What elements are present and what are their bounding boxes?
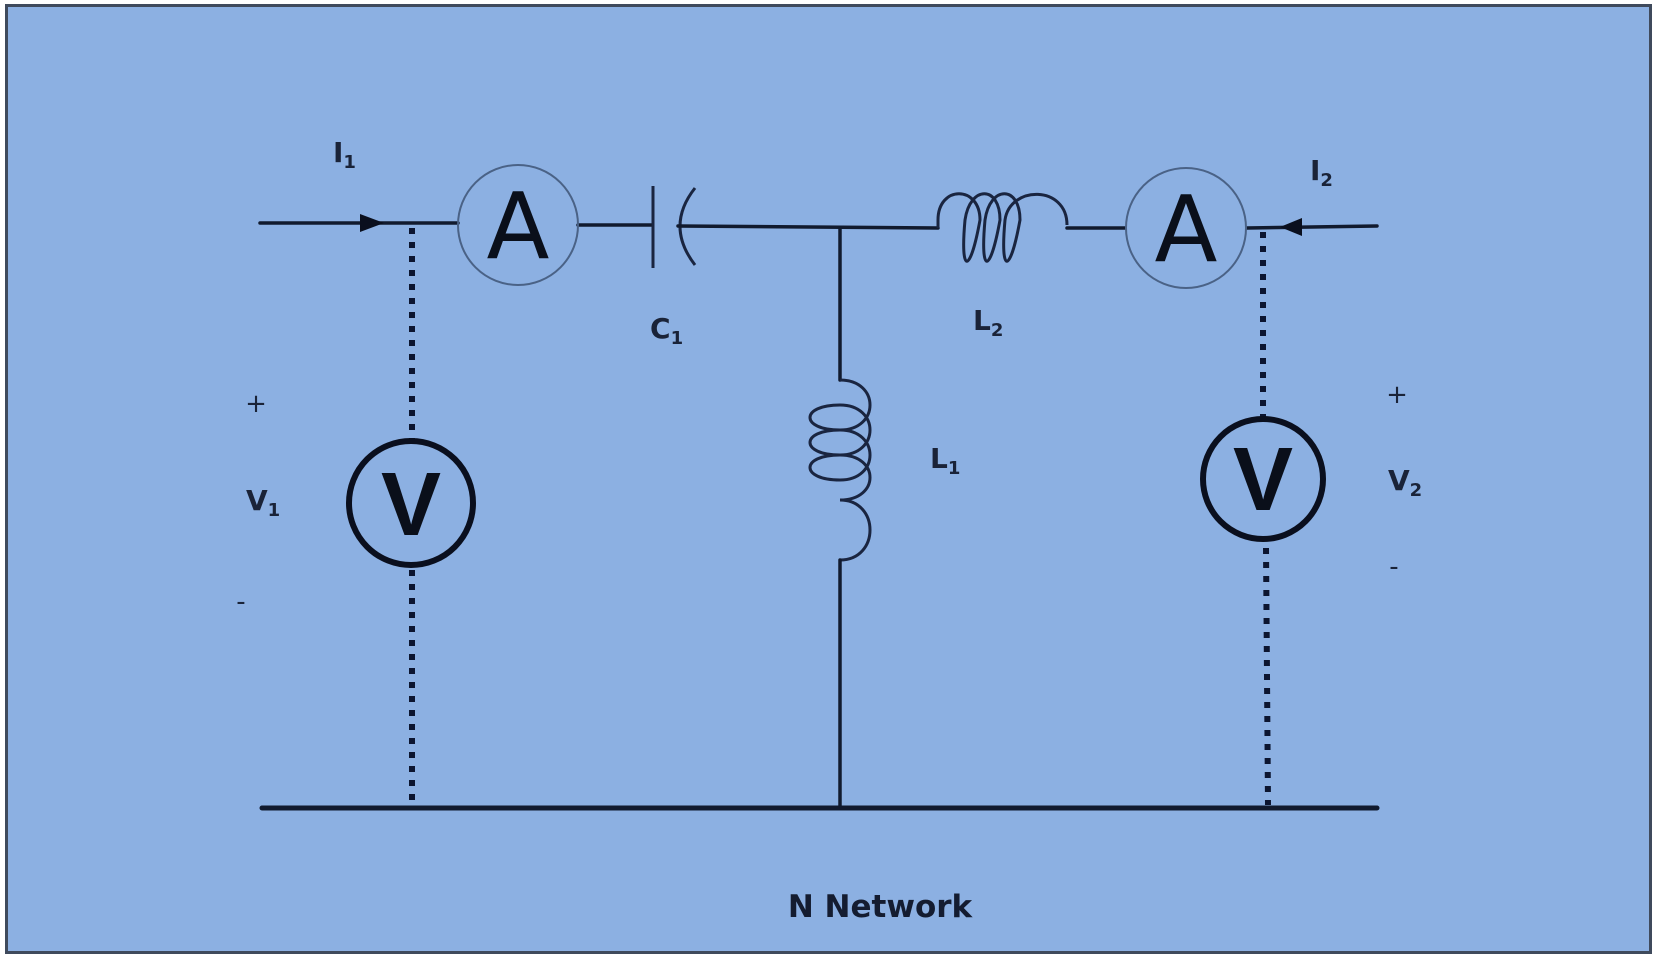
label-i2: I2 bbox=[1310, 154, 1333, 191]
ammeter-left-circle bbox=[457, 164, 579, 286]
label-i2-main: I bbox=[1310, 154, 1320, 187]
current-arrow-input-icon bbox=[360, 214, 384, 232]
ammeter-left: A bbox=[457, 164, 579, 286]
v2-plus-sign: + bbox=[1386, 380, 1408, 410]
v1-plus-sign: + bbox=[245, 389, 267, 419]
inductor-l1 bbox=[808, 378, 872, 562]
ammeter-left-symbol: A bbox=[487, 173, 550, 280]
label-l1-main: L bbox=[930, 442, 948, 475]
label-i1-main: I bbox=[333, 136, 343, 169]
label-v1: V1 bbox=[246, 484, 280, 521]
label-l2-main: L bbox=[973, 304, 991, 337]
ammeter-right-circle bbox=[1125, 167, 1247, 289]
label-l2: L2 bbox=[973, 304, 1003, 341]
label-v2-sub: 2 bbox=[1410, 480, 1423, 501]
label-v1-sub: 1 bbox=[268, 500, 281, 521]
v1-minus-sign: - bbox=[236, 587, 245, 617]
label-v2-main: V bbox=[1388, 464, 1410, 497]
voltmeter-right-circle bbox=[1200, 416, 1326, 542]
voltmeter-left: V bbox=[346, 438, 476, 568]
wire-capacitor-to-junction bbox=[676, 224, 940, 230]
label-c1-main: C bbox=[650, 312, 671, 345]
ammeter-right-symbol: A bbox=[1155, 176, 1218, 283]
label-l1-sub: 1 bbox=[948, 458, 961, 479]
voltmeter-right-symbol: V bbox=[1233, 430, 1293, 530]
label-i1-sub: 1 bbox=[343, 152, 356, 173]
current-arrow-output-icon bbox=[1280, 218, 1302, 236]
label-i2-sub: 2 bbox=[1320, 170, 1333, 191]
label-v1-main: V bbox=[246, 484, 268, 517]
label-v2: V2 bbox=[1388, 464, 1422, 501]
voltmeter-left-circle bbox=[346, 438, 476, 568]
diagram-caption: N Network bbox=[788, 889, 974, 925]
label-l2-sub: 2 bbox=[991, 320, 1004, 341]
v2-minus-sign: - bbox=[1389, 552, 1398, 582]
label-l1: L1 bbox=[930, 442, 960, 479]
voltmeter-right: V bbox=[1200, 416, 1326, 542]
label-c1: C1 bbox=[650, 312, 683, 349]
ammeter-right: A bbox=[1125, 167, 1247, 289]
inductor-l2 bbox=[936, 192, 1069, 263]
label-i1: I1 bbox=[333, 136, 356, 173]
voltmeter-right-lead-bottom bbox=[1263, 547, 1271, 806]
wire-output-top bbox=[1245, 224, 1379, 230]
label-c1-sub: 1 bbox=[671, 328, 684, 349]
voltmeter-left-symbol: V bbox=[381, 455, 441, 555]
